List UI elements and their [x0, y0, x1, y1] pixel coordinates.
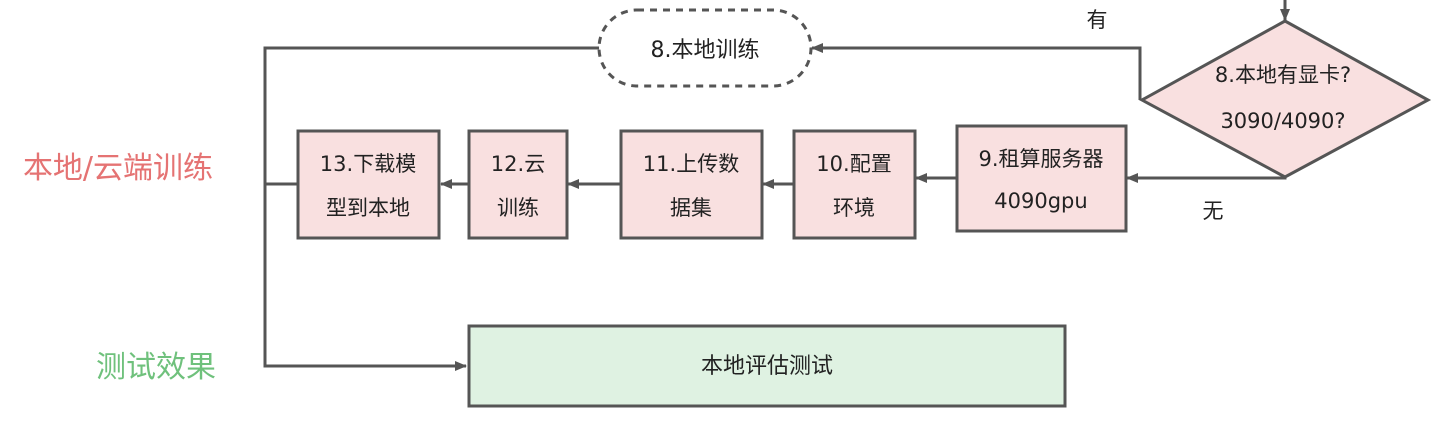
node-configure-env — [792, 129, 917, 240]
node-upload-dataset-line2: 据集 — [670, 196, 712, 220]
node-rent-server-line1: 9.租算服务器 — [978, 147, 1103, 171]
node-gpu-check — [1138, 19, 1432, 179]
node-upload-dataset — [619, 129, 764, 240]
edge-label-yes: 有 — [1087, 8, 1108, 32]
node-local-eval — [467, 324, 1067, 408]
node-configure-env-line2: 环境 — [833, 196, 875, 220]
node-rent-server — [955, 124, 1128, 233]
node-gpu-check-line2: 3090/4090? — [1220, 109, 1345, 133]
edge-to-eval — [263, 184, 467, 371]
edge-label-no: 无 — [1203, 199, 1224, 223]
node-local-train — [597, 8, 813, 88]
edge-local-train-out — [263, 46, 600, 185]
node-configure-env-line1: 10.配置 — [816, 152, 891, 176]
side-label-testing: 测试效果 — [96, 350, 216, 385]
node-download-model — [296, 129, 441, 240]
edge-yes — [811, 43, 1142, 100]
node-cloud-train-line2: 训练 — [497, 196, 539, 220]
node-local-train-label: 8.本地训练 — [651, 38, 760, 63]
node-upload-dataset-line1: 11.上传数 — [643, 152, 739, 176]
node-download-model-line2: 型到本地 — [326, 196, 410, 220]
node-cloud-train — [467, 129, 569, 240]
node-rent-server-line2: 4090gpu — [994, 189, 1087, 213]
side-label-training: 本地/云端训练 — [23, 151, 213, 186]
node-local-eval-label: 本地评估测试 — [701, 354, 833, 379]
node-cloud-train-line1: 12.云 — [491, 152, 545, 176]
node-download-model-line1: 13.下载模 — [320, 152, 416, 176]
node-gpu-check-line1: 8.本地有显卡? — [1215, 63, 1351, 87]
